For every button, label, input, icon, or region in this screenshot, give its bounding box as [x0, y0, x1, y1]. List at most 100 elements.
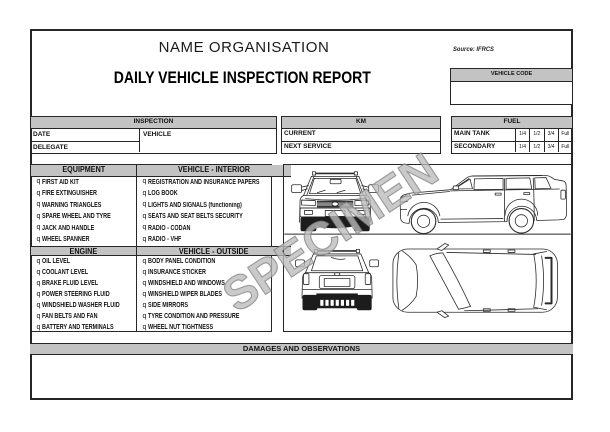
- checklist-table: EQUIPMENT q FIRST AID KIT q FIRE EXTINGU…: [30, 164, 291, 332]
- checklist-item: q RADIO - VHF: [137, 234, 291, 246]
- checklist-item: q INSURANCE STICKER: [137, 267, 291, 278]
- checkbox-icon[interactable]: q: [36, 312, 41, 320]
- fuel-level-cell[interactable]: 1/4: [519, 143, 527, 150]
- checkbox-icon[interactable]: q: [142, 257, 147, 265]
- checklist-item-label: FIRST AID KIT: [41, 178, 79, 186]
- vehicle-front-view: [291, 171, 379, 232]
- checkbox-icon[interactable]: q: [36, 224, 41, 232]
- checkbox-icon[interactable]: q: [36, 323, 41, 331]
- checkbox-icon[interactable]: q: [142, 279, 147, 287]
- inspection-table: INSPECTION DATE DELEGATE VEHICLE: [30, 116, 277, 154]
- checkbox-icon[interactable]: q: [142, 235, 147, 243]
- checklist-item-label: LIGHTS AND SIGNALS (functioning): [147, 201, 242, 209]
- vehicle-field[interactable]: VEHICLE: [143, 131, 172, 138]
- fuel-level-cell[interactable]: 3/4: [543, 129, 558, 141]
- checklist-item: q WINSHIELD WIPER BLADES: [137, 289, 291, 300]
- km-row-field[interactable]: NEXT SERVICE: [282, 140, 440, 153]
- checkbox-icon[interactable]: q: [142, 178, 147, 186]
- checklist-item: q RADIO - CODAN: [137, 223, 291, 235]
- checklist-item-label: JACK AND HANDLE: [41, 224, 94, 232]
- checkbox-icon[interactable]: q: [36, 212, 41, 220]
- checkbox-icon[interactable]: q: [36, 268, 41, 276]
- checklist-item-label: LOG BOOK: [147, 190, 178, 198]
- checklist-item-label: SIDE MIRRORS: [147, 302, 188, 309]
- checklist-item: q BATTERY AND TERMINALS: [31, 322, 136, 333]
- fuel-level-cell[interactable]: Full: [557, 141, 572, 152]
- checklist-item: q OIL LEVEL: [31, 256, 136, 267]
- checkbox-icon[interactable]: q: [142, 212, 147, 220]
- checkbox-icon[interactable]: q: [142, 290, 147, 298]
- checklist-item: q WARNING TRIANGLES: [31, 200, 136, 212]
- checklist-section-header: VEHICLE - OUTSIDE: [137, 245, 291, 256]
- organisation-name: NAME ORGANISATION: [158, 39, 330, 56]
- checklist-item: q TYRE CONDITION AND PRESSURE: [137, 311, 291, 322]
- vehicle-diagrams-panel: [283, 164, 572, 332]
- vehicle-code-box: VEHICLE CODE: [450, 68, 573, 105]
- checkbox-icon[interactable]: q: [36, 257, 41, 265]
- checkbox-icon[interactable]: q: [142, 201, 147, 209]
- checkbox-icon[interactable]: q: [142, 224, 147, 232]
- checklist-item: q SIDE MIRRORS: [137, 300, 291, 311]
- inspection-report-page: NAME ORGANISATION DAILY VEHICLE INSPECTI…: [30, 29, 573, 400]
- checklist-item: q WINDSHIELD WASHER FLUID: [31, 300, 136, 311]
- fuel-level-cell[interactable]: 1/4: [519, 131, 527, 137]
- date-field[interactable]: DATE: [33, 131, 51, 138]
- checkbox-icon[interactable]: q: [36, 235, 41, 243]
- inspection-table-header: INSPECTION: [31, 117, 276, 129]
- fuel-level-cell[interactable]: 1/2: [529, 141, 543, 152]
- checklist-item: q WINDSHIELD AND WINDOWS: [137, 278, 291, 289]
- checklist-item-label: INSURANCE STICKER: [147, 269, 206, 276]
- checkbox-icon[interactable]: q: [142, 268, 147, 276]
- checklist-item: q BODY PANEL CONDITION: [137, 256, 291, 267]
- observations-input-area[interactable]: [32, 355, 571, 399]
- checkbox-icon[interactable]: q: [36, 279, 41, 287]
- page-title: DAILY VEHICLE INSPECTION REPORT: [113, 69, 371, 87]
- vehicle-top-view: [392, 243, 558, 319]
- checkbox-icon[interactable]: q: [36, 189, 41, 197]
- checkbox-icon[interactable]: q: [142, 323, 147, 331]
- fuel-row-label: SECONDARY: [452, 141, 516, 152]
- checklist-item: q FIRE EXTINGUISHER: [31, 188, 136, 200]
- checklist-item: q FAN BELTS AND FAN: [31, 311, 136, 322]
- checkbox-icon[interactable]: q: [142, 189, 147, 197]
- checklist-item-label: WINSHIELD WIPER BLADES: [147, 291, 222, 298]
- checkbox-icon[interactable]: q: [142, 312, 147, 320]
- checklist-item: q JACK AND HANDLE: [31, 223, 136, 235]
- checkbox-icon[interactable]: q: [36, 290, 41, 298]
- checkbox-icon[interactable]: q: [36, 201, 41, 209]
- checkbox-icon[interactable]: q: [142, 301, 147, 309]
- checkbox-icon[interactable]: q: [36, 301, 41, 309]
- checklist-item-label: FIRE EXTINGUISHER: [41, 190, 97, 198]
- checklist-column: EQUIPMENT q FIRST AID KIT q FIRE EXTINGU…: [31, 165, 137, 331]
- checklist-item-label: RADIO - VHF: [147, 236, 181, 244]
- checklist-item: q BRAKE FLUID LEVEL: [31, 278, 136, 289]
- checklist-item-label: BRAKE FLUID LEVEL: [41, 280, 98, 287]
- checklist-item: q SEATS AND SEAT BELTS SECURITY: [137, 211, 291, 223]
- vehicle-code-input[interactable]: [450, 82, 573, 105]
- checkbox-icon[interactable]: q: [36, 178, 41, 186]
- fuel-level-cell[interactable]: Full: [557, 129, 572, 141]
- checklist-column: VEHICLE - INTERIOR q REGISTRATION AND IN…: [137, 165, 291, 331]
- checklist-item-label: WHEEL NUT TIGHTNESS: [147, 324, 213, 331]
- checklist-item: q SPARE WHEEL AND TYRE: [31, 211, 136, 223]
- vehicle-code-label: VEHICLE CODE: [450, 68, 573, 82]
- fuel-level-cell[interactable]: 1/2: [529, 129, 543, 141]
- checklist-item-label: RADIO - CODAN: [147, 224, 190, 232]
- fuel-level-cell[interactable]: 3/4: [543, 141, 558, 152]
- checklist-section: VEHICLE - OUTSIDE q BODY PANEL CONDITION…: [137, 245, 291, 334]
- checklist-item-label: OIL LEVEL: [41, 258, 70, 265]
- checklist-section-header: EQUIPMENT: [31, 165, 136, 177]
- km-row-field[interactable]: CURRENT: [284, 130, 316, 137]
- checklist-item-label: WHEEL SPANNER: [41, 236, 89, 244]
- checklist-item-label: WINDSHIELD AND WINDOWS: [147, 280, 225, 287]
- checklist-section: VEHICLE - INTERIOR q REGISTRATION AND IN…: [137, 165, 291, 246]
- fuel-row-label: MAIN TANK: [452, 129, 516, 141]
- checklist-item-label: SEATS AND SEAT BELTS SECURITY: [147, 213, 243, 221]
- source-note: Source: IFRCS: [453, 46, 494, 53]
- delegate-field[interactable]: DELEGATE: [31, 140, 139, 153]
- checklist-item-label: WINDSHIELD WASHER FLUID: [41, 302, 120, 309]
- checklist-item: q WHEEL NUT TIGHTNESS: [137, 322, 291, 333]
